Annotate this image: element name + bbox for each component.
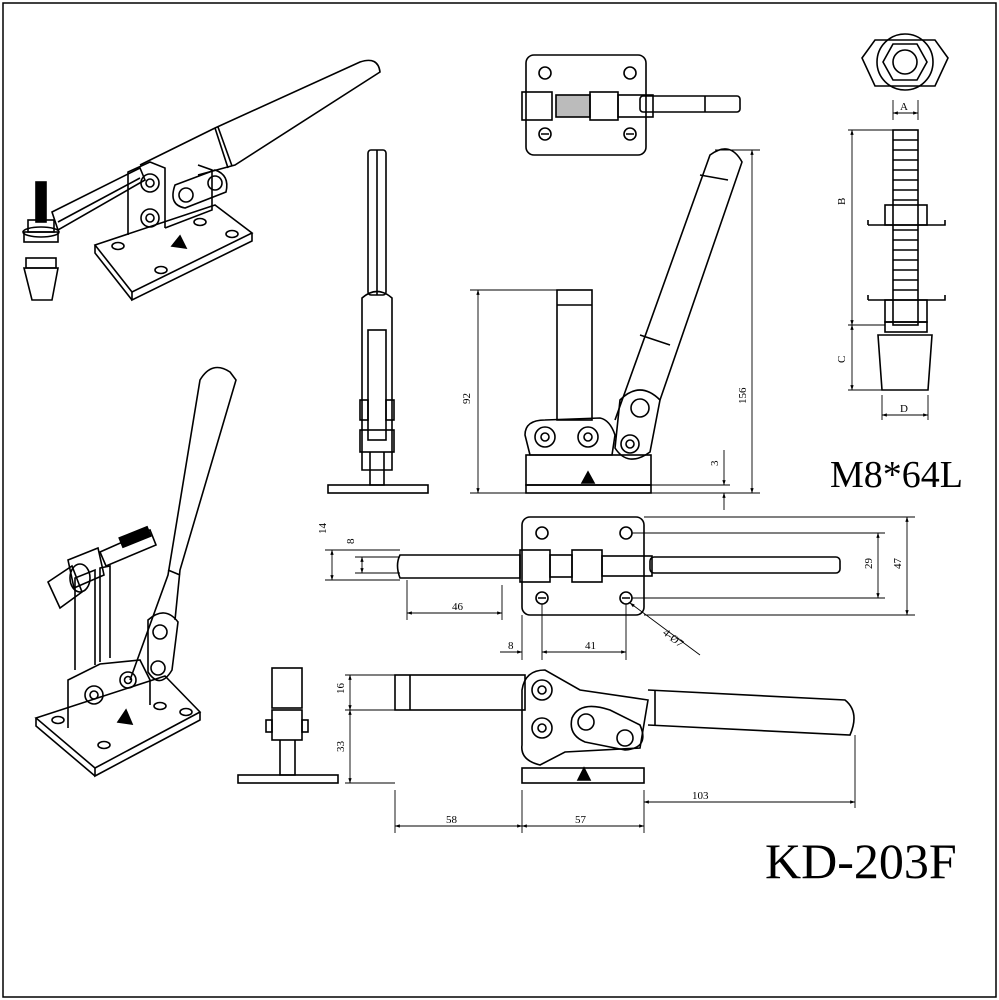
model-number: KD-203F [765, 833, 957, 889]
dim-47: 47 [892, 558, 904, 570]
dim-14: 14 [317, 523, 329, 535]
front-view-open [524, 148, 743, 494]
label-b: B [836, 198, 848, 205]
dim-33: 33 [335, 741, 347, 753]
isometric-view-open [34, 366, 237, 778]
dim-16: 16 [335, 683, 347, 695]
dimension-lines [325, 100, 929, 833]
dim-46: 46 [452, 601, 464, 613]
spindle-spec: M8*64L [830, 454, 963, 496]
isometric-view-closed [22, 59, 381, 302]
dim-103: 103 [692, 790, 709, 802]
dim-8-slot: 8 [345, 538, 357, 544]
label-d: D [900, 403, 908, 415]
dim-57: 57 [575, 814, 587, 826]
front-view-closed [237, 667, 855, 784]
dimension-labels: A B C D 92 156 3 14 8 46 29 47 8 41 4-Ø7… [317, 101, 963, 889]
dim-3: 3 [709, 460, 721, 466]
dim-156: 156 [737, 387, 749, 404]
label-c: C [836, 356, 848, 363]
dim-8-edge: 8 [508, 640, 514, 652]
top-view-dimensioned [396, 516, 841, 616]
dim-29: 29 [863, 558, 875, 570]
dim-58: 58 [446, 814, 458, 826]
dim-41: 41 [585, 640, 596, 652]
label-a: A [900, 101, 908, 113]
dim-92: 92 [461, 393, 473, 404]
top-view-small [521, 54, 741, 156]
spindle-detail [861, 33, 949, 391]
dim-hole-spec: 4-Ø7 [660, 627, 686, 651]
side-view-vertical [327, 149, 429, 494]
